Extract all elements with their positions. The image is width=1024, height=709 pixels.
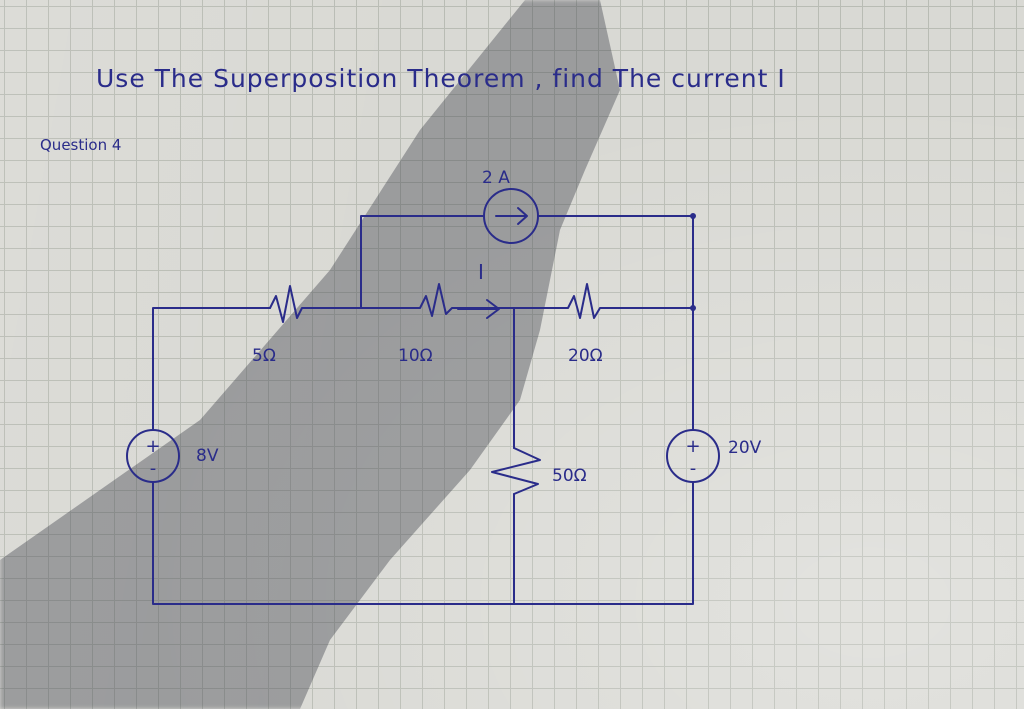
voltage-source-8v-label: 8V	[196, 446, 219, 466]
resistor-10-ohm-label: 10Ω	[398, 346, 433, 366]
page-title: Use The Superposition Theorem , find The…	[96, 64, 786, 93]
arrow-right-icon-head	[517, 207, 528, 225]
wire-top-branch	[360, 215, 484, 309]
wire-left	[152, 307, 271, 431]
junction-node	[690, 213, 696, 219]
wire-left-bottom	[152, 481, 694, 605]
voltage-source-20v-circle	[666, 429, 720, 483]
plus-icon: +	[685, 436, 700, 457]
current-arrow-head	[486, 299, 500, 319]
resistor-20-ohm	[513, 283, 694, 319]
resistor-50-ohm	[491, 447, 541, 495]
minus-icon: -	[690, 458, 697, 479]
junction-node	[690, 305, 696, 311]
minus-icon: -	[150, 458, 157, 479]
current-source-label: 2 A	[482, 168, 510, 188]
resistor-5-ohm	[269, 285, 362, 323]
voltage-source-20v-label: 20V	[728, 438, 762, 458]
resistor-20-ohm-label: 20Ω	[568, 346, 603, 366]
plus-icon: +	[145, 436, 160, 457]
current-i-label: I	[478, 260, 484, 284]
current-source-circle	[483, 188, 539, 244]
resistor-10-ohm	[360, 283, 515, 317]
resistor-50-ohm-label: 50Ω	[552, 466, 587, 486]
voltage-source-8v-circle	[126, 429, 180, 483]
question-label: Question 4	[40, 136, 122, 154]
resistor-5-ohm-label: 5Ω	[252, 346, 276, 366]
